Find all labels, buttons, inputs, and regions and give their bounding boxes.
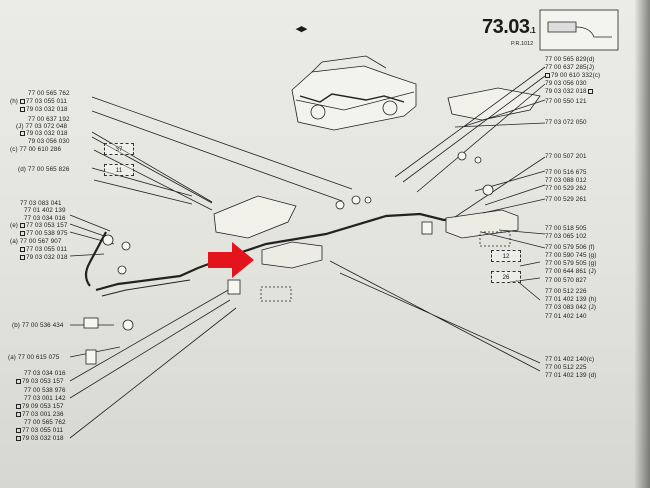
page-subtitle: P.R.1012 — [511, 41, 534, 47]
page-number: 73.03.1 — [482, 16, 536, 38]
part-ref: 77 00 529 262 — [545, 185, 587, 192]
highlight-arrow-icon — [208, 242, 254, 278]
part-ref: 77 01 402 140(c) — [545, 356, 595, 363]
part-ref: 79 03 053 157 — [16, 378, 64, 385]
car-icon — [291, 55, 417, 131]
part-ref: 77 00 579 505 (g) — [545, 260, 597, 267]
part-ref: 77 01 402 139 (h) — [545, 296, 597, 303]
part-ref: 77 00 512 226 — [545, 288, 587, 295]
part-ref: 77 00 550 121 — [545, 98, 587, 105]
part-ref: 77 00 637 192 — [28, 116, 70, 123]
part-ref: 77 00 538 976 — [24, 387, 66, 394]
torque-box: 26 — [491, 271, 521, 283]
heat-shield-front-icon — [213, 195, 297, 239]
part-ref: 77 00 512 225 — [545, 364, 587, 371]
part-ref: 77 00 565 762 — [24, 419, 66, 426]
part-ref: 77 00 590 745 (g) — [545, 252, 597, 259]
part-ref: (d) 77 00 565 826 — [18, 166, 70, 173]
part-ref: 77 03 065 102 — [545, 233, 587, 240]
part-ref: 79 03 032 018 — [545, 88, 594, 95]
part-ref: 77 01 402 140 — [545, 313, 587, 320]
part-ref: 79 03 032 018 — [20, 130, 68, 137]
part-ref: (J) 77 03 072 048 — [16, 123, 68, 130]
photo-edge-shadow — [634, 0, 650, 488]
part-ref: 79 03 032 018 — [16, 435, 64, 442]
part-ref: 77 03 055 011 — [20, 246, 67, 253]
part-ref: 77 01 402 139 (d) — [545, 372, 597, 379]
part-ref: (c) 77 00 610 286 — [10, 146, 62, 153]
part-ref: (a) 77 00 615 075 — [8, 354, 60, 361]
part-ref: 77 03 083 041 — [20, 200, 62, 207]
part-ref: 77 00 507 201 — [545, 153, 587, 160]
torque-box: 37 — [104, 143, 134, 155]
part-ref: 77 03 083 042 (J) — [545, 304, 597, 311]
part-ref: 77 00 538 975 — [20, 230, 68, 237]
part-ref: 77 00 529 261 — [545, 196, 587, 203]
torque-box: 11 — [104, 164, 134, 176]
part-ref: 77 00 516 675 — [545, 169, 587, 176]
part-ref: 77 03 001 142 — [24, 395, 66, 402]
part-ref: 77 00 644 861 (J) — [545, 268, 597, 275]
part-ref: 79 03 032 018 — [20, 254, 68, 261]
part-ref: 77 03 055 011 — [16, 427, 63, 434]
part-ref: 77 03 088 012 — [545, 177, 587, 184]
part-ref: (a) 77 00 567 907 — [10, 238, 62, 245]
part-ref: 79 09 053 157 — [16, 403, 64, 410]
part-ref: 77 01 402 139 — [24, 207, 66, 214]
front-muffler-icon — [261, 241, 323, 269]
part-ref: 77 00 579 506 (f) — [545, 244, 595, 251]
part-ref: 79 03 056 030 — [545, 80, 587, 87]
part-ref: 79 03 032 018 — [20, 106, 68, 113]
part-ref: 77 00 637 285(J) — [545, 64, 595, 71]
torque-box: 12 — [491, 250, 521, 262]
part-ref: 77 03 034 016 — [24, 215, 66, 222]
part-ref: 77 03 072 050 — [545, 119, 587, 126]
part-ref: 79 00 610 332(c) — [545, 72, 600, 79]
part-ref: 79 03 056 030 — [28, 138, 70, 145]
part-ref: 77 03 001 236 — [16, 411, 64, 418]
part-ref: 77 00 518 505 — [545, 225, 587, 232]
part-ref: 77 00 570 827 — [545, 277, 587, 284]
part-ref: (h) 77 03 055 011 — [10, 98, 67, 105]
part-ref: 77 03 034 016 — [24, 370, 66, 377]
rear-muffler-icon — [445, 209, 519, 239]
part-ref: 77 00 565 829(d) — [545, 56, 595, 63]
part-ref: 77 00 565 762 — [28, 90, 70, 97]
page-nav-marker: ◂▸ — [296, 23, 308, 35]
part-ref: (b) 77 00 536 434 — [12, 322, 64, 329]
part-ref: (e) 77 03 053 157 — [10, 222, 68, 229]
thumbnail-icon — [539, 9, 619, 51]
